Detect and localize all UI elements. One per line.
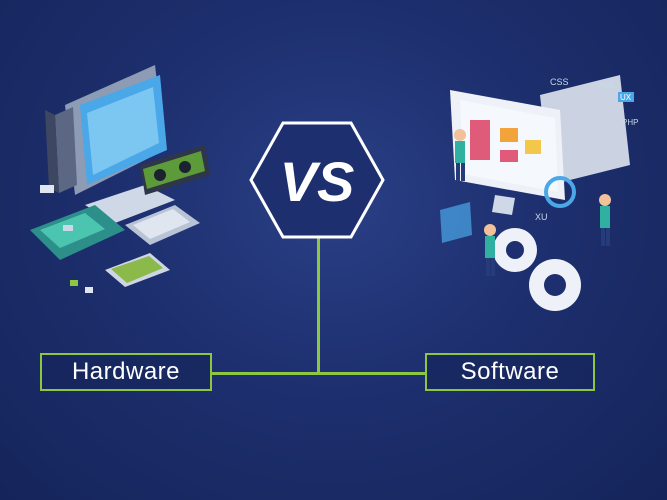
vertical-connector-line <box>317 236 320 373</box>
hardware-label-text: Hardware <box>71 358 181 385</box>
hardware-illustration <box>30 65 210 293</box>
vs-badge: VS <box>249 121 385 239</box>
svg-text:CSS: CSS <box>550 77 569 87</box>
svg-text:UX: UX <box>620 93 632 102</box>
software-illustration: CSS XML UX PHP XU <box>440 75 638 311</box>
hardware-label: Hardware <box>40 353 212 391</box>
vs-text: VS <box>280 150 355 213</box>
software-label-text: Software <box>460 358 560 385</box>
svg-text:PHP: PHP <box>622 118 638 127</box>
svg-text:XU: XU <box>535 212 548 222</box>
software-label: Software <box>425 353 595 391</box>
horizontal-connector-line <box>210 372 426 375</box>
svg-text:XML: XML <box>598 80 617 90</box>
